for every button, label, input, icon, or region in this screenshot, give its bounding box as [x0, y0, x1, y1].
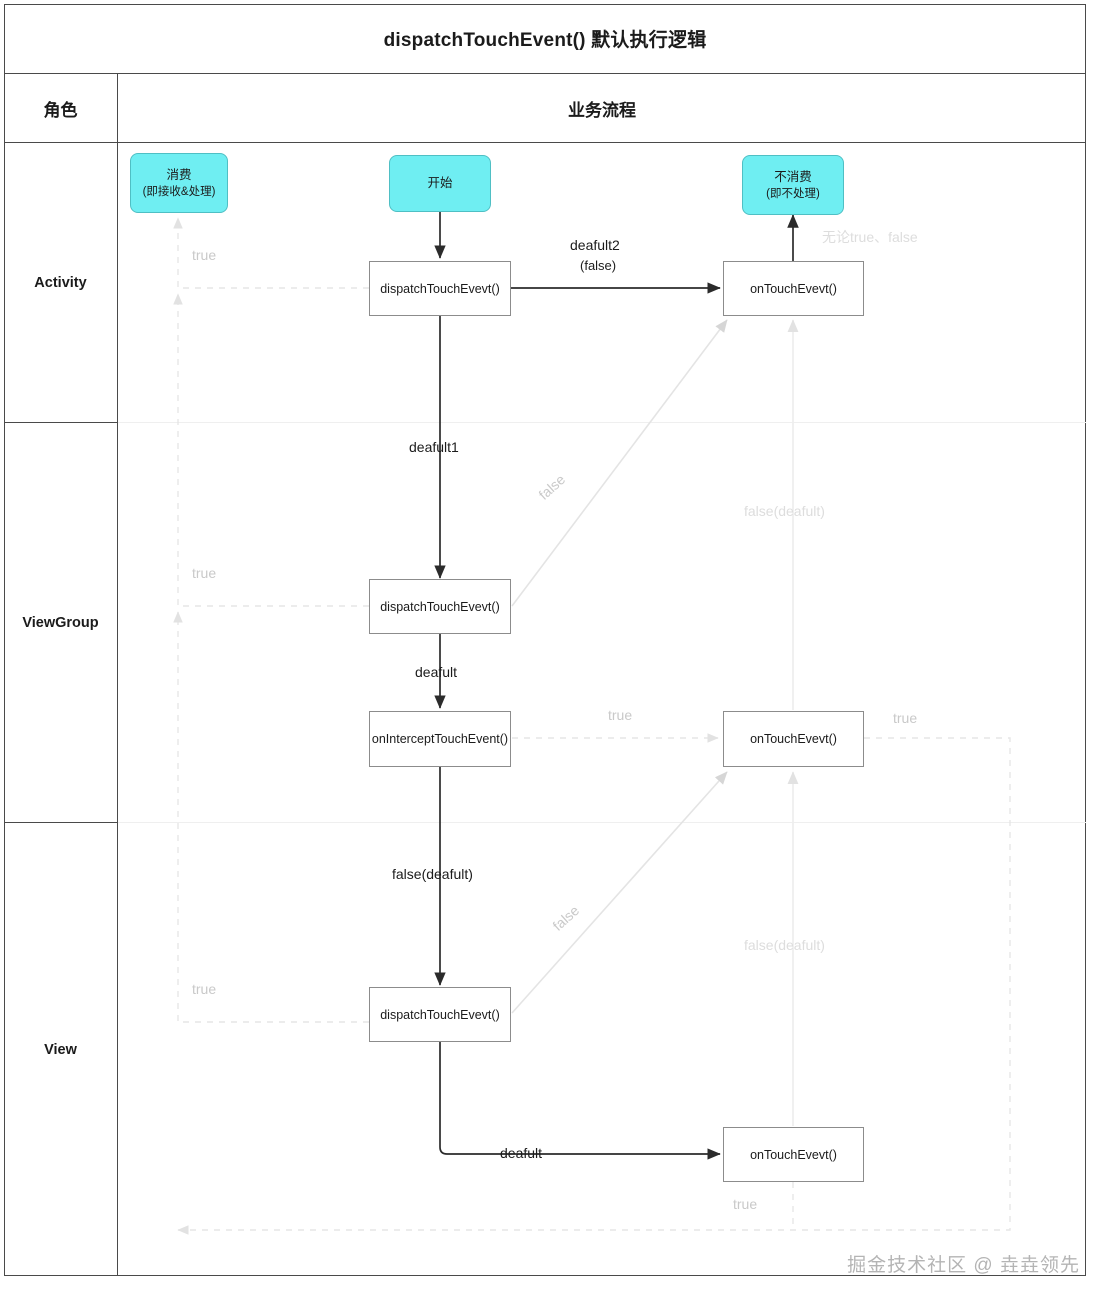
node-activity-ontouch: onTouchEvevt(): [723, 261, 864, 316]
label-true-activity: true: [192, 247, 217, 263]
node-viewgroup-ontouch: onTouchEvevt(): [723, 711, 864, 767]
terminal-not-consume-line1: 不消费: [774, 169, 812, 184]
label-true-bottom: true: [733, 1196, 758, 1212]
terminal-start: 开始: [389, 155, 491, 212]
label-deafult2-sub: (false): [580, 258, 617, 273]
terminal-not-consume: 不消费 (即不处理): [742, 155, 844, 215]
label-false-deafult-return-1: false(deafult): [744, 503, 825, 519]
terminal-consume: 消费 (即接收&处理): [130, 153, 228, 213]
column-header-role: 角色: [43, 101, 78, 120]
label-true-view: true: [192, 981, 217, 997]
terminal-consume-line2: (即接收&处理): [142, 185, 216, 198]
column-header-flow: 业务流程: [568, 101, 636, 120]
table-frame: [4, 4, 1086, 1276]
label-true-viewgroup: true: [192, 565, 217, 581]
label-deafult2: deafult2: [570, 237, 620, 253]
node-viewgroup-onintercept: onInterceptTouchEvent(): [369, 711, 511, 767]
table-header-row: [4, 74, 1086, 143]
node-activity-dispatch: dispatchTouchEvevt(): [369, 261, 511, 316]
label-no-matter-true-false: 无论true、false: [822, 229, 918, 245]
label-true-intercept: true: [608, 707, 633, 723]
lane-divider-1: [118, 422, 1086, 423]
page-title: dispatchTouchEvent() 默认执行逻辑: [383, 30, 707, 51]
terminal-consume-line1: 消费: [166, 167, 192, 182]
terminal-start-line1: 开始: [427, 176, 453, 191]
label-false-deafult-main: false(deafult): [392, 866, 473, 882]
label-true-vg-right: true: [893, 710, 918, 726]
role-cell-viewgroup: ViewGroup: [22, 614, 99, 631]
node-view-ontouch: onTouchEvevt(): [723, 1127, 864, 1182]
node-view-dispatch: dispatchTouchEvevt(): [369, 987, 511, 1042]
diagram-title-row: dispatchTouchEvent() 默认执行逻辑: [4, 4, 1086, 74]
label-deafult1: deafult1: [409, 439, 459, 455]
label-view-deafult: deafult: [500, 1145, 543, 1161]
role-cell-activity: Activity: [34, 275, 87, 291]
label-deafult-intercept: deafult: [415, 664, 458, 680]
watermark: 掘金技术社区 @ 垚垚领先: [847, 1255, 1080, 1276]
role-cell-view: View: [44, 1041, 77, 1058]
lane-divider-2: [118, 822, 1086, 823]
label-false-deafult-return-2: false(deafult): [744, 937, 825, 953]
terminal-not-consume-line2: (即不处理): [766, 187, 820, 200]
node-viewgroup-dispatch: dispatchTouchEvevt(): [369, 579, 511, 634]
column-divider: [117, 74, 118, 1276]
